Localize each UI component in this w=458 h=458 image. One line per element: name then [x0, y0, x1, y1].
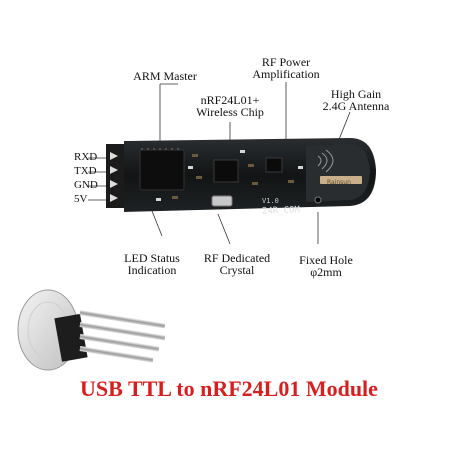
label-hole-line2: φ2mm — [310, 265, 342, 279]
header-pin-closeup — [17, 289, 166, 371]
pin-label-gnd: GND — [74, 179, 98, 191]
label-led-line2: Indication — [127, 263, 177, 277]
board-silkscreen-name: 24R_COM — [261, 205, 301, 217]
label-rf-power-line2: Amplification — [252, 67, 320, 81]
header-pins — [106, 144, 126, 208]
pin-label-rxd: RXD — [74, 151, 98, 163]
label-arm-master: ARM Master — [133, 69, 197, 83]
pin-label-5v: 5V — [74, 193, 88, 205]
label-led-line1: LED Status — [124, 251, 180, 265]
pin-label-txd: TXD — [74, 165, 97, 177]
label-antenna-line2: 2.4G Antenna — [322, 99, 390, 113]
label-nrf-chip-line1: nRF24L01+ — [200, 93, 260, 107]
label-crystal-line2: Crystal — [219, 263, 255, 277]
board-silkscreen-version: V1.0 — [262, 197, 279, 205]
pcb-board — [124, 138, 376, 212]
label-antenna-line1: High Gain — [330, 87, 382, 101]
label-rf-power-line1: RF Power — [261, 55, 311, 69]
label-hole-line1: Fixed Hole — [299, 253, 353, 267]
antenna-brand-text: Rainsun — [327, 179, 351, 186]
leader-lines — [88, 82, 351, 245]
label-crystal-line1: RF Dedicated — [203, 251, 271, 265]
product-title: USB TTL to nRF24L01 Module — [80, 376, 378, 401]
label-nrf-chip-line2: Wireless Chip — [196, 105, 264, 119]
